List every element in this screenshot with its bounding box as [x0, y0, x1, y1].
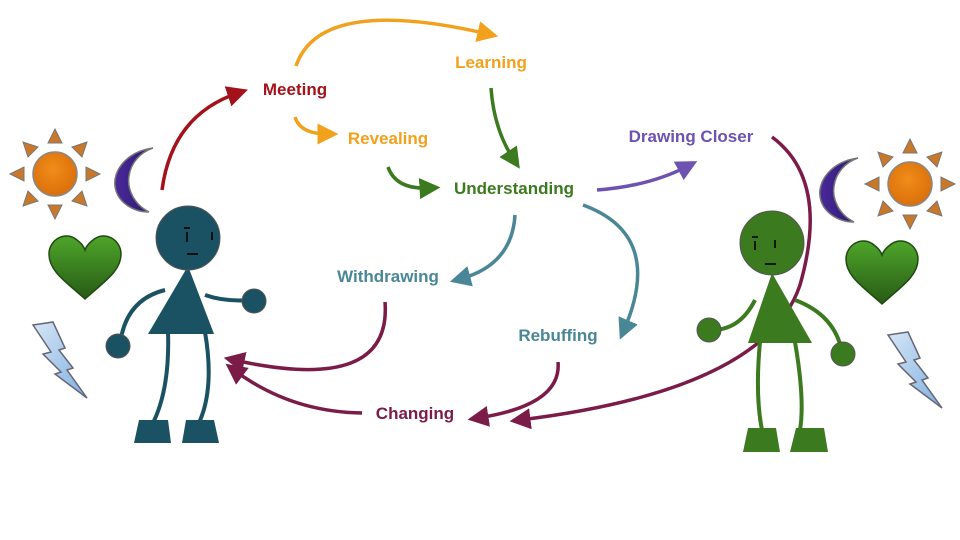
moon-icon	[819, 157, 859, 223]
label-meeting: Meeting	[263, 80, 327, 99]
lightning-icon	[32, 321, 88, 399]
arrow-revealing-to-understanding	[386, 166, 441, 200]
arrow-learning-to-understanding	[489, 87, 520, 169]
arrow-meeting-to-revealing	[293, 116, 339, 145]
label-revealing: Revealing	[348, 129, 428, 148]
arrow-to-meeting	[160, 86, 248, 191]
label-drawing-closer: Drawing Closer	[629, 127, 754, 146]
person-left	[105, 205, 267, 443]
arrow-understanding-to-rebuffing	[582, 203, 640, 340]
sun-icon	[9, 128, 101, 220]
heart-icon	[845, 240, 919, 305]
label-understanding: Understanding	[454, 179, 574, 198]
label-changing: Changing	[376, 404, 454, 423]
arrow-understanding-to-drawing-closer	[596, 161, 698, 192]
lightning-icon	[887, 331, 943, 409]
moon-icon	[114, 147, 154, 213]
label-withdrawing: Withdrawing	[337, 267, 439, 286]
arrow-changing-to-person	[225, 363, 363, 415]
label-rebuffing: Rebuffing	[518, 326, 597, 345]
arrow-understanding-to-withdrawing	[449, 214, 517, 287]
arrow-rebuffing-to-changing	[467, 361, 560, 427]
arrow-withdrawing-to-person	[223, 301, 387, 373]
person-right	[696, 210, 856, 452]
arrow-meeting-to-learning	[294, 18, 499, 67]
heart-icon	[48, 235, 122, 300]
arrow-drawing-closer-to-changing	[509, 135, 812, 430]
label-learning: Learning	[455, 53, 527, 72]
sun-icon	[864, 138, 956, 230]
